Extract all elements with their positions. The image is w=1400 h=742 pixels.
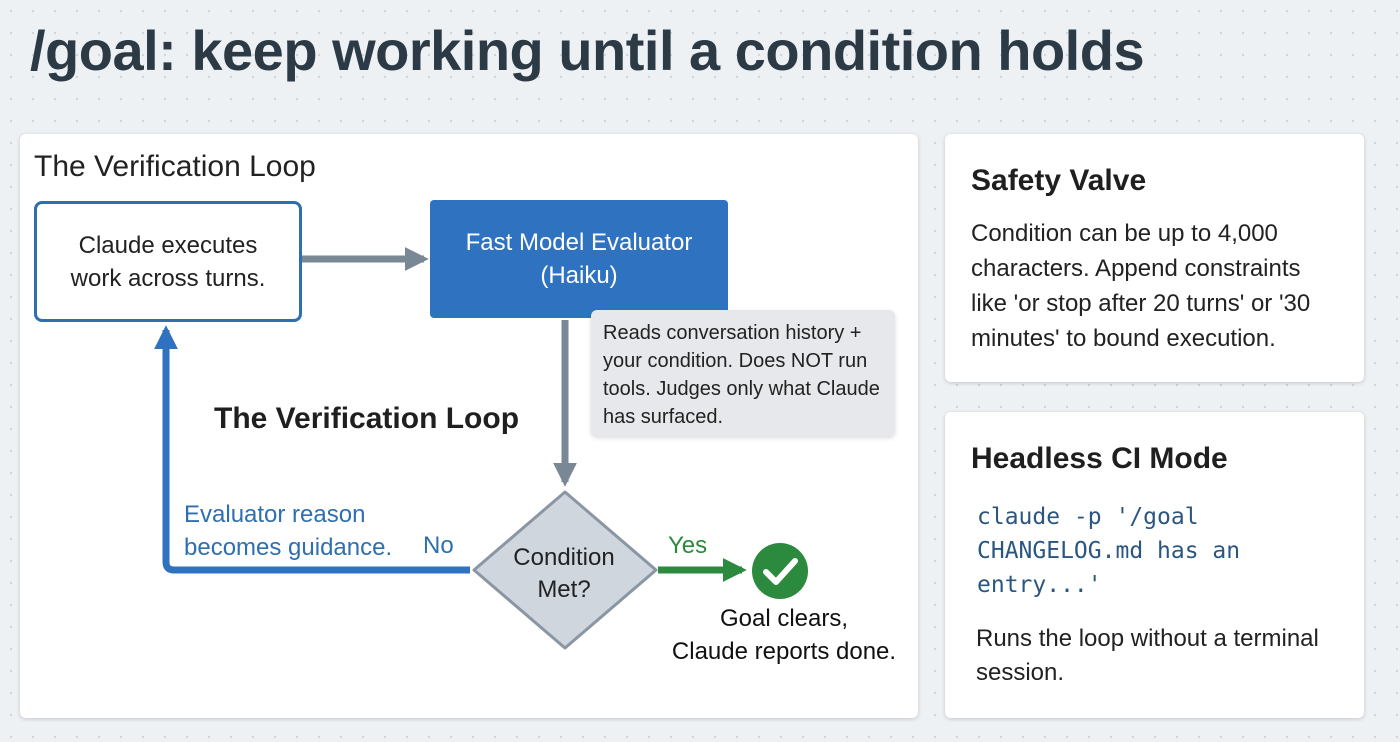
no-label: No bbox=[423, 532, 454, 559]
evaluator-box: Fast Model Evaluator (Haiku) bbox=[430, 200, 728, 318]
guidance-line: becomes guidance. bbox=[184, 534, 393, 561]
code-line: claude -p '/goal bbox=[977, 504, 1199, 530]
code-line: entry...' bbox=[977, 572, 1102, 598]
yes-label: Yes bbox=[668, 532, 708, 559]
note-line: tools. Judges only what Claude bbox=[603, 378, 880, 400]
safety-line: like 'or stop after 20 turns' or '30 bbox=[971, 290, 1311, 317]
execute-box: Claude executes work across turns. bbox=[34, 201, 302, 322]
ci-body: Runs the loop without a terminal session… bbox=[976, 622, 1319, 690]
execute-line-2: work across turns. bbox=[70, 264, 266, 292]
execute-line-1: Claude executes bbox=[78, 231, 258, 259]
headless-ci-card: Headless CI Mode claude -p '/goal CHANGE… bbox=[945, 412, 1364, 718]
verification-loop-panel: The Verification Loop Claude executes wo… bbox=[20, 134, 918, 718]
guidance-label: Evaluator reason becomes guidance. bbox=[184, 498, 392, 564]
decision-line: Condition bbox=[513, 544, 615, 571]
evaluator-line-2: (Haiku) bbox=[540, 262, 618, 289]
safety-line: characters. Append constraints bbox=[971, 255, 1301, 282]
loop-label: The Verification Loop bbox=[214, 402, 520, 435]
decision-diamond bbox=[472, 490, 658, 650]
done-line: Claude reports done. bbox=[671, 638, 897, 665]
safety-line: minutes' to bound execution. bbox=[971, 325, 1276, 352]
evaluator-note: Reads conversation history + your condit… bbox=[591, 310, 895, 436]
ci-line: Runs the loop without a terminal bbox=[976, 625, 1319, 652]
note-line: Reads conversation history + bbox=[603, 322, 862, 344]
diagram-heading: The Verification Loop bbox=[34, 150, 316, 183]
check-circle-icon bbox=[752, 543, 808, 599]
safety-line: Condition can be up to 4,000 bbox=[971, 220, 1278, 247]
done-line: Goal clears, bbox=[719, 605, 849, 632]
arrow-no-loop-back bbox=[154, 325, 470, 574]
guidance-line: Evaluator reason bbox=[184, 501, 366, 528]
page-title: /goal: keep working until a condition ho… bbox=[30, 19, 1145, 82]
safety-valve-card: Safety Valve Condition can be up to 4,00… bbox=[945, 134, 1364, 382]
decision-label: Condition Met? bbox=[484, 542, 644, 606]
note-line: has surfaced. bbox=[603, 406, 724, 428]
flow-connectors bbox=[154, 247, 808, 650]
evaluator-line-1: Fast Model Evaluator bbox=[465, 229, 693, 256]
ci-line: session. bbox=[976, 659, 1065, 686]
done-label: Goal clears, Claude reports done. bbox=[644, 602, 924, 668]
note-line: your condition. Does NOT run bbox=[603, 350, 868, 372]
ci-code-snippet: claude -p '/goal CHANGELOG.md has an ent… bbox=[977, 500, 1240, 602]
safety-title: Safety Valve bbox=[971, 164, 1147, 197]
safety-body: Condition can be up to 4,000 characters.… bbox=[971, 216, 1310, 356]
ci-title: Headless CI Mode bbox=[971, 442, 1228, 475]
code-line: CHANGELOG.md has an bbox=[977, 538, 1241, 564]
decision-line: Met? bbox=[537, 576, 591, 603]
